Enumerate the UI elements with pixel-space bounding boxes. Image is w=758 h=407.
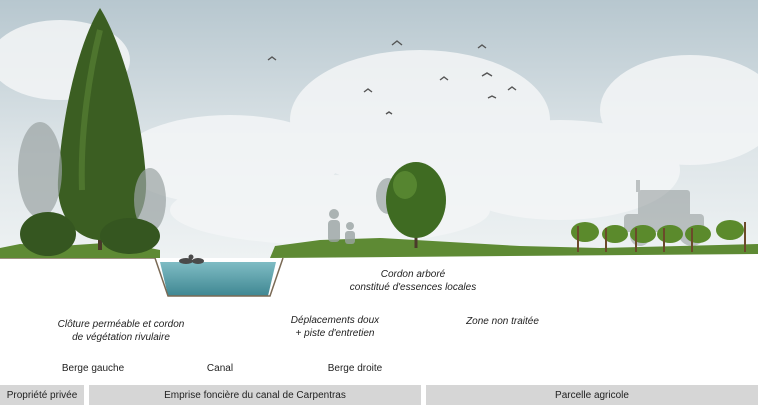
band-emprise-canal: Emprise foncière du canal de Carpentras	[89, 385, 421, 405]
poplar-tree-icon	[57, 8, 147, 250]
canal-water	[160, 262, 276, 296]
deplacements-label: Déplacements doux + piste d'entretien	[270, 314, 400, 340]
deplacements-line-2: + piste d'entretien	[295, 328, 375, 339]
berge-gauche-label: Berge gauche	[61, 363, 125, 374]
bush-tree-icon	[386, 162, 446, 248]
ground	[0, 254, 758, 407]
cloture-line-1: Clôture perméable et cordon	[57, 319, 185, 330]
cordon-arbore-line-1: Cordon arboré	[380, 269, 446, 280]
vineyard-icon	[571, 220, 746, 252]
cloture-label: Clôture perméable et cordon de végétatio…	[36, 318, 206, 344]
berge-droite-label: Berge droite	[327, 363, 383, 374]
cordon-arbore-label: Cordon arboré constitué d'essences local…	[328, 268, 498, 294]
canal-label: Canal	[206, 363, 234, 374]
band-parcelle-agricole: Parcelle agricole	[426, 385, 758, 405]
cloture-line-2: de végétation rivulaire	[72, 332, 170, 343]
pedestrian-icon	[328, 209, 355, 244]
zone-non-traitee-label: Zone non traitée	[466, 316, 539, 327]
shrub-icon	[20, 212, 160, 256]
deplacements-line-1: Déplacements doux	[290, 315, 380, 326]
cordon-arbore-line-2: constitué d'essences locales	[349, 282, 477, 293]
ghost-tree-icon	[18, 122, 400, 232]
duck-icon	[179, 254, 204, 264]
band-propriete-privee: Propriété privée	[0, 385, 84, 405]
bird-icon	[267, 40, 517, 115]
